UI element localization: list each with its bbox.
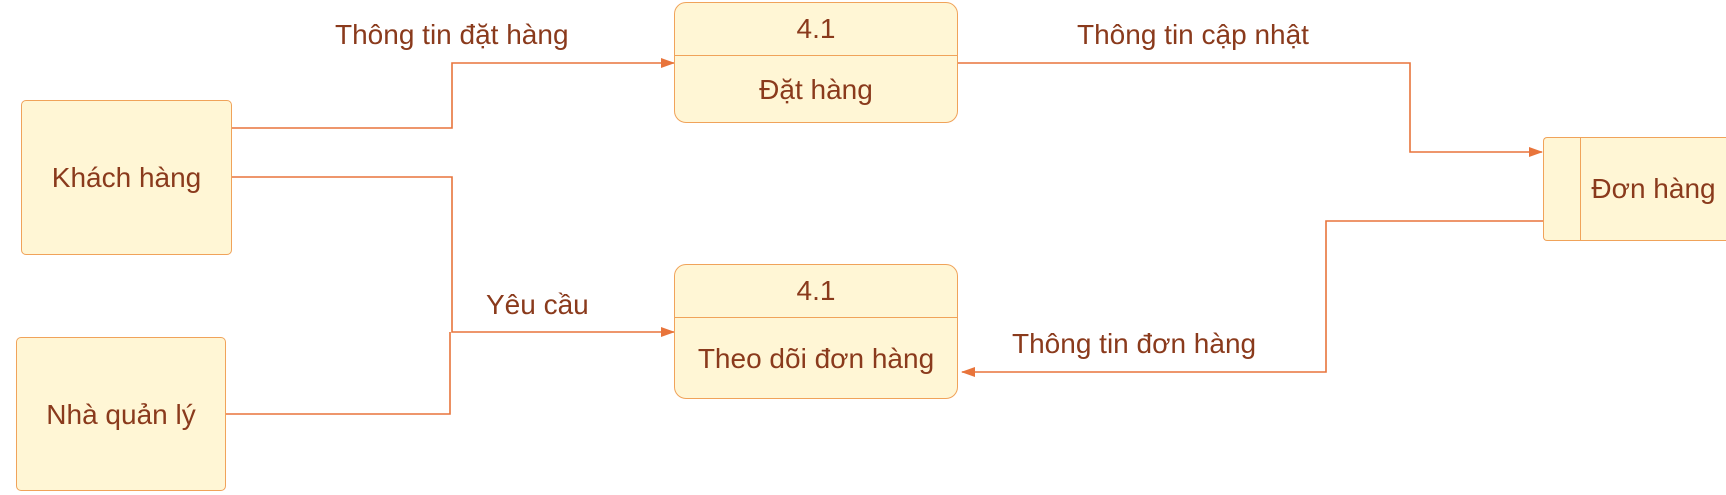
process-order-id: 4.1 xyxy=(675,3,957,56)
entity-manager-label: Nhà quản lý xyxy=(46,398,196,430)
entity-customer-label: Khách hàng xyxy=(51,162,202,193)
flow-update-info-line xyxy=(958,62,1543,157)
process-order[interactable]: 4.1 Đặt hàng xyxy=(674,2,958,123)
process-track-name: Theo dõi đơn hàng xyxy=(697,342,935,374)
data-store-id-cell xyxy=(1544,138,1581,240)
flow-request-manager-line xyxy=(226,332,451,415)
process-track-id: 4.1 xyxy=(675,265,957,318)
flow-order-info-line xyxy=(232,58,675,129)
process-track[interactable]: 4.1 Theo dõi đơn hàng xyxy=(674,264,958,399)
data-store-orders[interactable]: Đơn hàng xyxy=(1543,137,1726,241)
data-store-orders-label: Đơn hàng xyxy=(1591,172,1716,204)
entity-customer[interactable]: Khách hàng xyxy=(21,100,232,255)
flow-order-info-label: Thông tin đặt hàng xyxy=(335,19,569,50)
flow-order-status-label: Thông tin đơn hàng xyxy=(1012,328,1257,359)
entity-manager[interactable]: Nhà quản lý xyxy=(16,337,226,491)
flow-request-customer-line xyxy=(232,176,675,337)
flow-request-label: Yêu cầu xyxy=(486,289,589,320)
flow-order-status-line xyxy=(961,220,1543,377)
flow-update-info-label: Thông tin cập nhật xyxy=(1077,19,1309,50)
process-order-name: Đặt hàng xyxy=(759,73,873,105)
